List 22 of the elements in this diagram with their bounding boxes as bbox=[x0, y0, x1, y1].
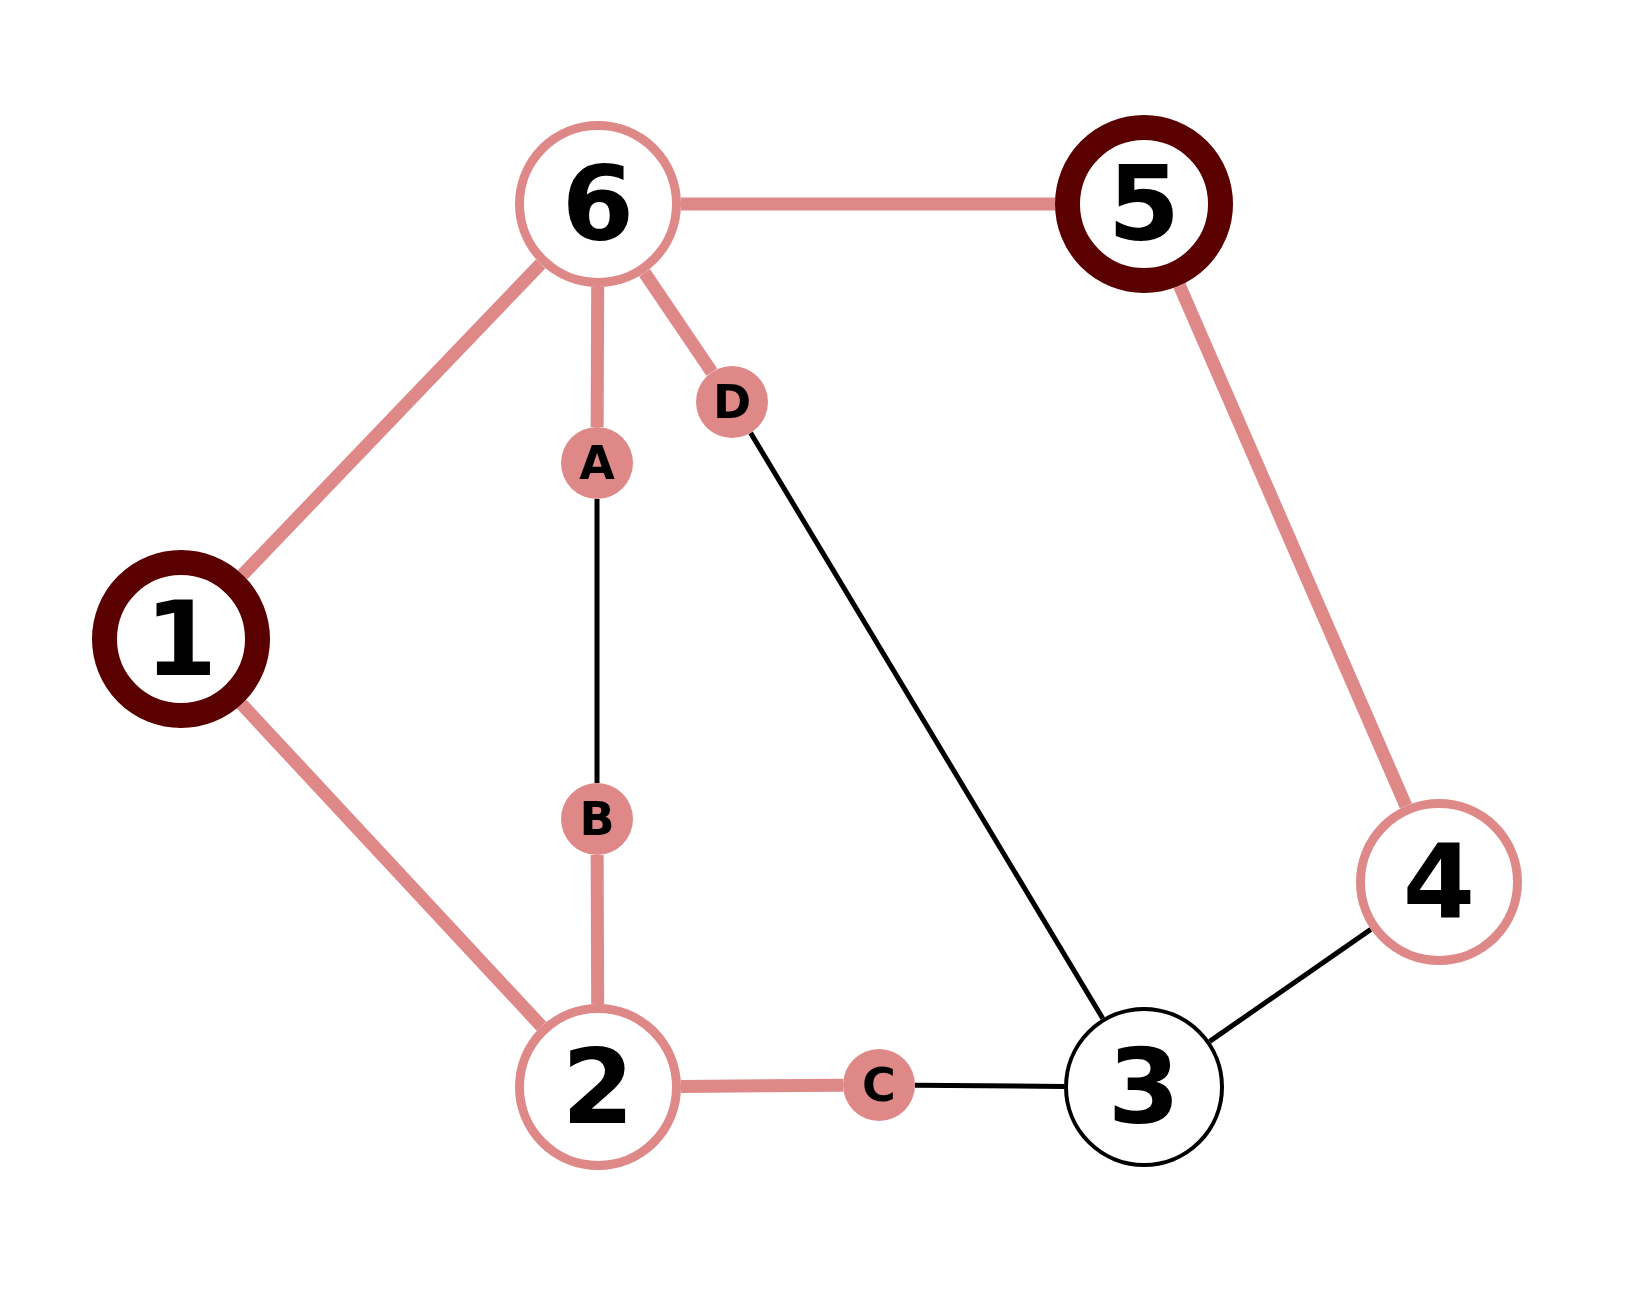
vertex-label: B bbox=[579, 796, 615, 842]
vertex-label: 3 bbox=[1107, 1035, 1181, 1139]
vertex-label: D bbox=[712, 379, 752, 425]
vertex-label: A bbox=[579, 440, 615, 486]
edge-line bbox=[680, 1078, 844, 1093]
edge-line bbox=[681, 197, 1055, 211]
edge-line bbox=[1173, 283, 1412, 809]
edge-line bbox=[748, 431, 1105, 1020]
vertex-label: 5 bbox=[1107, 152, 1181, 256]
edge-line bbox=[915, 1082, 1065, 1089]
edge-line bbox=[237, 259, 546, 580]
vertex-label: 1 bbox=[144, 587, 218, 691]
edge-line bbox=[639, 269, 718, 376]
vertex-label: 6 bbox=[561, 152, 635, 256]
edge-line bbox=[236, 699, 547, 1031]
vertex-label: 4 bbox=[1402, 830, 1476, 934]
edge-line bbox=[594, 499, 600, 783]
edge-line bbox=[590, 286, 605, 428]
vertex-label: 2 bbox=[561, 1035, 635, 1139]
edge-line bbox=[1208, 927, 1373, 1044]
edge-line bbox=[590, 854, 605, 1005]
vertex-label: C bbox=[862, 1062, 896, 1108]
